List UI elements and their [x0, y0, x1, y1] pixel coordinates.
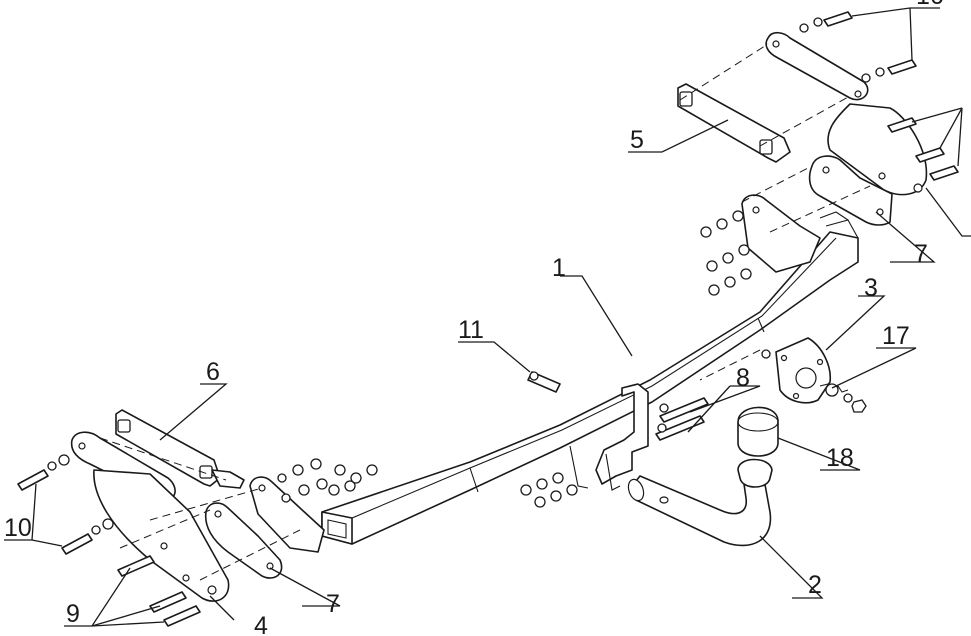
callout-17: 17	[882, 322, 910, 350]
callout-9: 9	[66, 600, 80, 628]
left-upper-bracket-6	[115, 409, 245, 489]
callout-7-right: 7	[914, 240, 928, 268]
mounting-strip-5	[677, 83, 791, 163]
nut-stack-right	[700, 210, 752, 296]
ball-cover	[737, 406, 779, 457]
callout-4: 4	[254, 612, 268, 636]
left-bracket-4	[93, 469, 230, 602]
nut-stack-center	[520, 472, 578, 508]
callout-2: 2	[808, 571, 822, 599]
right-upper-bracket	[765, 31, 869, 101]
callout-7-left: 7	[326, 590, 340, 618]
callout-1: 1	[552, 254, 566, 282]
left-side-plate-7	[204, 502, 283, 579]
bolts-left-10	[17, 454, 114, 555]
alignment-lines	[99, 43, 871, 581]
callout-5: 5	[630, 126, 644, 154]
callout-10: 10	[4, 514, 32, 542]
right-side-plate-7	[808, 155, 893, 226]
tow-ball-neck	[627, 458, 773, 547]
callout-18: 18	[826, 444, 854, 472]
callout-3: 3	[864, 274, 878, 302]
beam-center-bracket	[569, 383, 649, 491]
bolt-set-8	[655, 397, 709, 441]
right-side-plate-inner	[741, 194, 821, 273]
callout-11: 11	[458, 316, 484, 344]
bolts-left-9	[117, 555, 201, 627]
callout-8: 8	[736, 364, 750, 392]
callouts: 1 2 3 4 5 6 7 7 8 9 10 11 17 18 16	[4, 0, 944, 636]
bolts-top-right-16	[799, 11, 959, 181]
nut-stack-left-upper	[277, 458, 378, 503]
callout-6: 6	[206, 358, 220, 386]
stud-11	[527, 371, 561, 393]
callout-16: 16	[916, 0, 944, 10]
leader-lines	[4, 7, 971, 627]
left-side-plate-inner	[249, 476, 325, 553]
socket-plate	[775, 337, 832, 404]
